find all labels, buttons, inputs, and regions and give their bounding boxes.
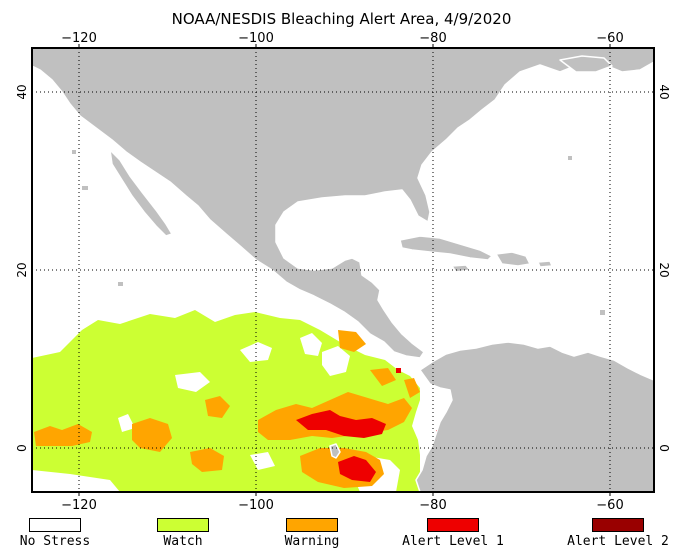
- bottom-longitude-labels: −120 −100 −80 −60: [61, 498, 624, 513]
- bleaching-alert-map: −120 −100 −80 −60 −120 −100 −80 −60 40 2…: [15, 31, 671, 513]
- top-lon-label: −100: [238, 31, 274, 46]
- legend-swatch: [592, 518, 644, 532]
- legend-label: Alert Level 1: [402, 534, 504, 549]
- legend-swatch: [427, 518, 479, 532]
- alert-level-1-regions: [296, 368, 441, 482]
- top-lon-label: −80: [419, 31, 446, 46]
- bottom-lon-label: −80: [419, 498, 446, 513]
- atlantic-canada-land: [559, 55, 613, 73]
- north-america-land: [31, 47, 655, 359]
- left-lat-label: 40: [15, 84, 29, 99]
- legend-item-watch: Watch: [128, 516, 238, 549]
- legend-item-warning: Warning: [257, 516, 367, 549]
- right-lat-label: 0: [657, 444, 671, 452]
- bottom-lon-label: −60: [596, 498, 623, 513]
- left-lat-label: 0: [15, 444, 29, 452]
- legend-swatch: [157, 518, 209, 532]
- legend-item-alert-level-1: Alert Level 1: [398, 516, 508, 549]
- left-latitude-labels: 40 20 0: [15, 84, 29, 451]
- legend-label: Alert Level 2: [567, 534, 669, 549]
- legend: No Stress Watch Warning Alert Level 1 Al…: [0, 516, 683, 552]
- top-lon-label: −120: [61, 31, 97, 46]
- land-masses: [31, 47, 655, 493]
- bottom-lon-label: −120: [61, 498, 97, 513]
- left-lat-label: 20: [15, 262, 29, 277]
- legend-item-alert-level-2: Alert Level 2: [563, 516, 673, 549]
- puerto-rico-land: [537, 260, 553, 268]
- baja-california-land: [109, 149, 173, 237]
- south-america-land: [415, 341, 655, 493]
- right-lat-label: 20: [657, 262, 671, 277]
- legend-label: No Stress: [19, 534, 91, 549]
- top-longitude-labels: −120 −100 −80 −60: [61, 31, 624, 46]
- scattered-pixels: [72, 150, 605, 315]
- right-lat-label: 40: [657, 84, 671, 99]
- hispaniola-land: [495, 251, 531, 267]
- legend-swatch: [286, 518, 338, 532]
- right-latitude-labels: 40 20 0: [657, 84, 671, 451]
- bottom-lon-label: −100: [238, 498, 274, 513]
- legend-label: Warning: [284, 534, 340, 549]
- legend-label: Watch: [163, 534, 203, 549]
- jamaica-land: [451, 264, 471, 273]
- map-frame: [31, 47, 655, 493]
- map-title: NOAA/NESDIS Bleaching Alert Area, 4/9/20…: [171, 10, 512, 28]
- legend-item-no-stress: No Stress: [0, 516, 110, 549]
- legend-swatch: [29, 518, 81, 532]
- tick-marks: [78, 44, 611, 496]
- cuba-land: [399, 235, 493, 261]
- top-lon-label: −60: [596, 31, 623, 46]
